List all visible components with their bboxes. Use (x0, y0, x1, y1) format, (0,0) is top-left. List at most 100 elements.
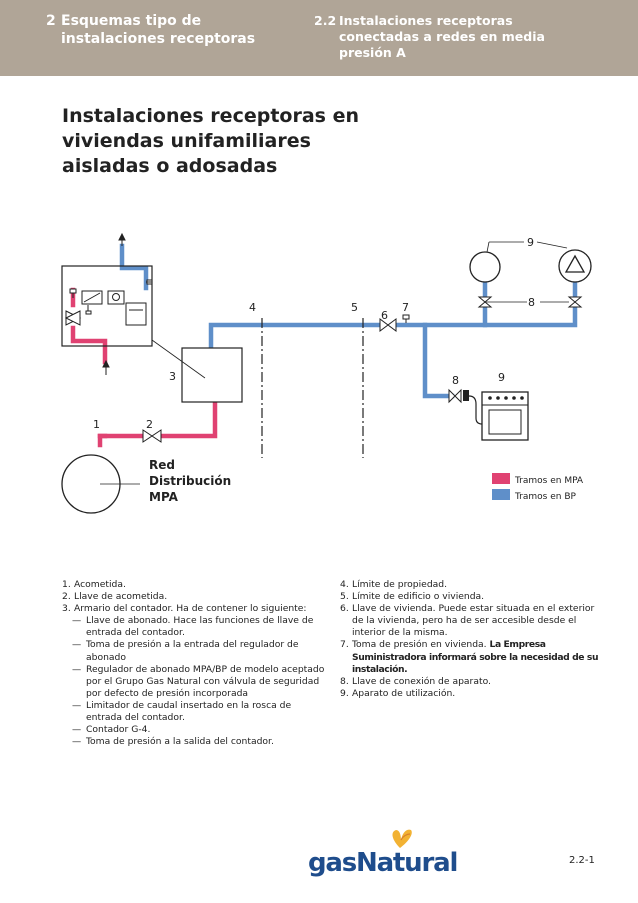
legend-list-left: 1.Acometida. 2.Llave de acometida. 3.Arm… (62, 579, 330, 748)
item-number: 9. (340, 687, 349, 699)
section-number: 2 (46, 13, 56, 29)
dash-bullet: — (72, 663, 82, 675)
boiler-triangle-icon (564, 254, 586, 273)
leader-line-3 (151, 339, 206, 379)
header-band: 2 Esquemas tipo de instalaciones recepto… (0, 0, 638, 76)
legend-label-mpa: Tramos en MPA (514, 476, 584, 486)
sub-item-text: Limitador de caudal insertado en la rosc… (86, 699, 292, 724)
item-text: Límite de propiedad. (352, 579, 448, 590)
item-number: 7. (340, 639, 349, 651)
dash-bullet: — (72, 699, 82, 711)
legend-label-bp: Tramos en BP (514, 492, 576, 502)
item-text: Llave de vivienda. Puede estar situada e… (352, 603, 595, 639)
meter-body-icon (125, 302, 147, 326)
network-label-line-2: Distribución (149, 474, 231, 488)
sub-item-text: Toma de presión a la entrada del regulad… (86, 639, 299, 663)
installation-diagram: 1 2 3 4 5 6 7 8 8 9 9 Red Distribución M… (61, 232, 592, 514)
pressure-tap-icon (402, 314, 410, 323)
cooker-hose (468, 395, 483, 425)
meter-enclosure-box (181, 347, 243, 403)
list-item: 9.Aparato de utilización. (340, 688, 600, 700)
bp-pipes (119, 243, 578, 399)
cooker-valve-icon (448, 388, 462, 404)
list-item: 1.Acometida. (62, 579, 330, 591)
label-1: 1 (93, 418, 100, 431)
item-text: Llave de conexión de aparato. (352, 675, 491, 687)
cooker-connector-icon (463, 390, 469, 401)
list-item: 7.Toma de presión en vivienda. La Empres… (340, 639, 600, 675)
label-8-bottom: 8 (452, 374, 459, 387)
item-number: 8. (340, 675, 349, 687)
sub-item-text: Llave de abonado. Hace las funciones de … (86, 615, 314, 639)
subsection-number: 2.2 (314, 13, 337, 28)
appliance-valve-icon (477, 296, 583, 308)
item-text: Acometida. (74, 579, 126, 590)
item-number: 2. (62, 591, 71, 603)
dash-bullet: — (72, 724, 82, 736)
sub-item: — Llave de abonado. Hace las funciones de… (62, 615, 330, 639)
network-label: Red Distribución MPA (149, 458, 231, 504)
item-text: Límite de edificio o vivienda. (352, 591, 485, 603)
dwelling-valve-icon (379, 318, 397, 332)
sub-item: —Toma de presión a la salida del contado… (62, 736, 330, 748)
cooker-icon (481, 391, 529, 441)
list-item: 2.Llave de acometida. (62, 591, 330, 603)
section-heading: 2 Esquemas tipo de instalaciones recepto… (46, 12, 276, 48)
label-9-top: 9 (527, 236, 534, 249)
sub-item: — Regulador de abonado MPA/BP de modelo a… (62, 664, 330, 700)
list-item: 6.Llave de vivienda. Puede estar situada… (340, 603, 600, 639)
sub-item: — Limitador de caudal insertado en la ros… (62, 700, 330, 724)
arrow-up-icon (118, 232, 126, 241)
subscriber-valve-icon-b (64, 310, 81, 326)
meter-icon (107, 290, 125, 305)
label-9-bottom: 9 (498, 371, 505, 384)
gas-natural-logo: gasNatural (308, 848, 458, 878)
network-label-line-1: Red (149, 458, 175, 472)
meter-cabinet (61, 265, 153, 347)
label-4: 4 (249, 301, 256, 314)
item-number: 3. (62, 603, 71, 615)
item-number: 1. (62, 579, 71, 590)
network-label-line-3: MPA (149, 490, 179, 504)
item-text: Llave de acometida. (74, 591, 168, 603)
label-2: 2 (146, 418, 153, 431)
dash-bullet: — (72, 639, 82, 651)
water-heater-icon (469, 251, 501, 283)
item-text: Aparato de utilización. (352, 687, 456, 699)
item-text: Toma de presión en vivienda. (352, 639, 487, 651)
item-number: 6. (340, 603, 349, 615)
diagram-numbers: 1 2 3 4 5 6 7 8 8 9 9 (93, 236, 535, 431)
legend-swatch-mpa (492, 473, 510, 484)
list-item: 4.Límite de propiedad. (340, 579, 600, 591)
sub-item-text: Regulador de abonado MPA/BP de modelo ac… (86, 663, 325, 699)
dash-bullet: — (72, 615, 82, 627)
subsection-title: Instalaciones receptoras conectadas a re… (339, 13, 545, 60)
label-8-top: 8 (528, 296, 535, 309)
cabinet-components (64, 279, 153, 326)
label-7: 7 (402, 301, 409, 314)
item-note: La Empresa Suministradora informará sobr… (352, 639, 599, 675)
subsection-heading: 2.2 Instalaciones receptoras conectadas … (314, 13, 574, 61)
legend-swatch-bp (492, 489, 510, 500)
sub-item: — Contador G-4. (62, 724, 330, 736)
flow-arrows (102, 232, 126, 375)
label-3: 3 (169, 370, 176, 383)
page-title: Instalaciones receptoras en viviendas un… (62, 105, 359, 177)
item-text: Armario del contador. Ha de contener lo … (74, 603, 307, 615)
item-number: 5. (340, 591, 349, 603)
sub-item-text: Contador G-4. (86, 724, 151, 736)
sub-item: — Toma de presión a la entrada del regula… (62, 639, 330, 663)
page-number: 2.2-1 (569, 855, 595, 866)
label-5: 5 (351, 301, 358, 314)
section-title: Esquemas tipo de instalaciones receptora… (61, 13, 256, 47)
legend: Tramos en MPA Tramos en BP (492, 473, 584, 502)
service-valve-icon (142, 429, 162, 443)
butterfly-logo-icon (392, 829, 412, 848)
item-number: 4. (340, 579, 349, 590)
list-item: 5.Límite de edificio o vivienda. (340, 591, 600, 603)
sub-item-text: Toma de presión a la salida del contador… (86, 736, 274, 748)
label-6: 6 (381, 309, 388, 322)
legend-list-right: 4.Límite de propiedad. 5.Límite de edifi… (340, 579, 600, 700)
boiler-icon (558, 249, 592, 283)
list-item: 8.Llave de conexión de aparato. (340, 676, 600, 688)
